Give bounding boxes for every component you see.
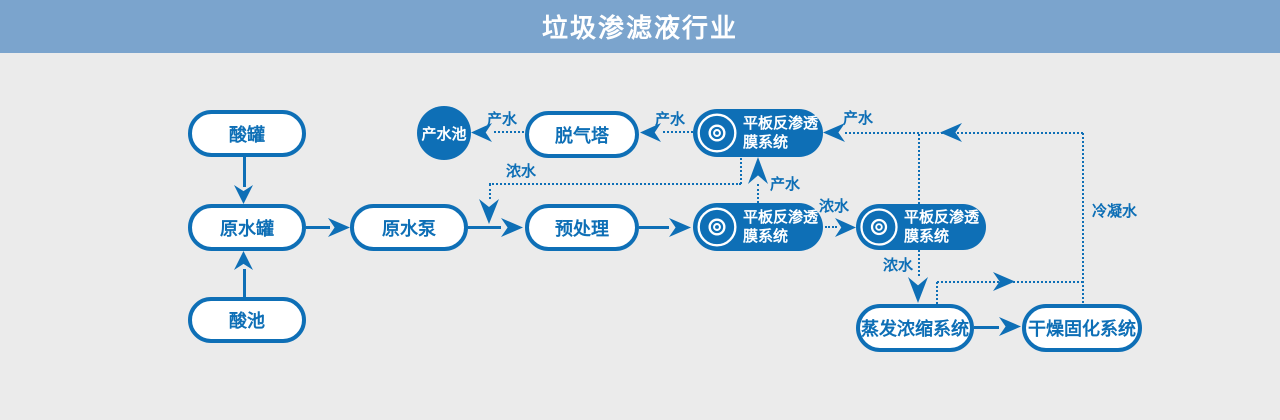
arrow-up-icon — [748, 157, 768, 184]
node-label: 酸罐 — [229, 124, 265, 146]
flow-diagram-canvas: 酸罐 原水罐 酸池 原水泵 脱气塔 预处理 蒸发浓缩系统 干燥固化系统 产水池 … — [0, 53, 1280, 420]
arrow-right-icon — [328, 218, 350, 237]
arrow-right-icon — [669, 218, 691, 237]
node-drying-system: 干燥固化系统 — [1022, 304, 1142, 352]
title-bar: 垃圾渗滤液行业 — [0, 0, 1280, 53]
label-product-water: 产水 — [770, 175, 801, 193]
edge-ro2-to-ro1-dotted — [757, 184, 759, 203]
edge-ro1-concentrate-vertical-dotted — [740, 158, 742, 184]
node-label: 蒸发浓缩系统 — [861, 319, 969, 340]
label-condensate-water: 冷凝水 — [1092, 202, 1138, 220]
label-product-water: 产水 — [843, 109, 874, 127]
edge-evaporation-to-drying-line — [974, 326, 999, 329]
edge-evap-vapor-vertical-dotted — [936, 282, 938, 304]
arrow-right-icon — [501, 218, 523, 237]
arrow-down-icon — [234, 185, 253, 204]
node-evaporation-system: 蒸发浓缩系统 — [856, 304, 974, 352]
node-label-line2: 膜系统 — [743, 227, 789, 245]
edge-pump-to-pretreatment-line — [468, 226, 501, 229]
edge-topline-dotted — [845, 132, 1083, 134]
edge-condensate-vertical-dotted — [1082, 133, 1084, 303]
arrow-right-icon — [999, 317, 1021, 336]
label-concentrated-water: 浓水 — [883, 256, 914, 274]
node-label: 原水罐 — [220, 218, 274, 240]
node-label-line1: 平板反渗透 — [904, 208, 980, 226]
node-acid-tank: 酸罐 — [188, 110, 306, 157]
edge-ro1-concentrate-drop-dotted — [489, 184, 491, 199]
node-label: 产水池 — [421, 124, 467, 143]
arrow-up-icon — [234, 251, 253, 270]
node-pretreatment: 预处理 — [525, 204, 639, 251]
edge-ro3-to-topline-dotted — [918, 134, 920, 204]
arrow-down-icon — [908, 277, 928, 303]
node-label: 酸池 — [229, 311, 265, 332]
node-label-line1: 平板反渗透 — [743, 114, 819, 132]
node-product-water-pool: 产水池 — [417, 106, 471, 160]
label-product-water: 产水 — [655, 110, 686, 128]
edge-acid-tank-to-raw-tank-line — [243, 157, 246, 187]
node-label: 原水泵 — [382, 218, 436, 240]
label-concentrated-water: 浓水 — [506, 162, 537, 180]
arrow-right-icon — [835, 218, 856, 237]
node-label-line2: 膜系统 — [904, 227, 950, 245]
edge-ro2-to-ro3-dotted — [825, 226, 837, 228]
disc-membrane-icon — [697, 207, 737, 247]
node-label-line2: 膜系统 — [743, 133, 789, 151]
node-label: 脱气塔 — [555, 125, 609, 147]
arrow-down-icon — [479, 199, 499, 224]
edge-tank-to-pump-line — [306, 226, 330, 229]
node-degassing-tower: 脱气塔 — [525, 111, 639, 158]
node-label: 干燥固化系统 — [1028, 319, 1136, 340]
node-ro-system-3: 平板反渗透 膜系统 — [856, 204, 986, 250]
edge-pretreatment-to-ro2-line — [639, 226, 669, 229]
node-ro-system-1: 平板反渗透 膜系统 — [693, 109, 823, 157]
page-title: 垃圾渗滤液行业 — [541, 14, 738, 44]
node-ro-system-2: 平板反渗透 膜系统 — [693, 203, 823, 251]
node-label: 预处理 — [555, 218, 609, 240]
disc-membrane-icon — [697, 113, 737, 153]
node-raw-water-pump: 原水泵 — [350, 204, 468, 251]
node-raw-water-tank: 原水罐 — [188, 204, 306, 251]
edge-ro3-to-evap-dotted — [918, 250, 920, 276]
label-concentrated-water: 浓水 — [819, 197, 850, 215]
node-label-line1: 平板反渗透 — [743, 208, 819, 226]
node-acid-pool: 酸池 — [188, 297, 306, 343]
edge-ro1-concentrate-horizontal-dotted — [489, 183, 741, 185]
disc-membrane-icon — [860, 208, 898, 246]
edge-ro1-to-degas-dotted — [663, 131, 693, 133]
edge-acid-pool-to-raw-tank-line — [243, 269, 246, 297]
edge-degas-to-pool-dotted — [494, 131, 524, 133]
label-product-water: 产水 — [487, 110, 518, 128]
arrow-left-icon — [823, 123, 845, 142]
